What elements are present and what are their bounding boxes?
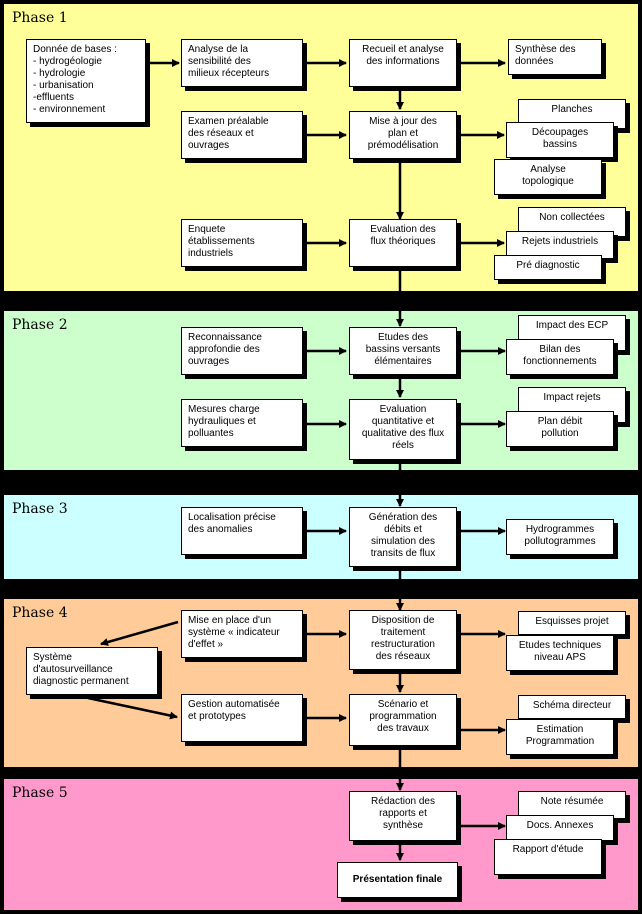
rapport-etude-box: Rapport d'étude xyxy=(494,839,602,875)
enquete-etablissements-box: Enquete établissements industriels xyxy=(181,219,303,267)
phase-1-label: Phase 1 xyxy=(12,10,68,26)
recueil-analyse-box: Recueil et analyse des informations xyxy=(349,39,457,87)
reconnaissance-ouvrages-box: Reconnaissance approfondie des ouvrages xyxy=(181,327,303,375)
synthese-donnees-box: Synthèse des données xyxy=(508,39,602,75)
examen-prealable-box: Examen préalable des réseaux et ouvrages xyxy=(181,111,303,159)
disposition-traitement-box: Disposition de traitement restructuratio… xyxy=(349,610,457,670)
mesures-charge-box: Mesures charge hydrauliques et polluante… xyxy=(181,399,303,447)
decoupages-bassins-box: Découpages bassins xyxy=(506,122,614,158)
evaluation-flux-reels-box: Evaluation quantitative et qualitative d… xyxy=(349,399,457,460)
gestion-automatisee-box: Gestion automatisée et prototypes xyxy=(181,694,303,742)
hydrogrammes-box: Hydrogrammes pollutogrammes xyxy=(506,519,614,555)
localisation-anomalies-box: Localisation précise des anomalies xyxy=(181,507,303,555)
etudes-bassins-box: Etudes des bassins versants élémentaires xyxy=(349,327,457,375)
docs-annexes-box: Docs. Annexes xyxy=(506,815,614,841)
analyse-sensibilite-box: Analyse de la sensibilité des milieux ré… xyxy=(181,39,303,87)
phase-4-label: Phase 4 xyxy=(12,605,68,621)
systeme-autosurveillance-box: Système d'autosurveillance diagnostic pe… xyxy=(26,647,158,695)
redaction-rapports-box: Rédaction des rapports et synthèse xyxy=(349,791,457,841)
phase-2-label: Phase 2 xyxy=(12,317,68,333)
donnee-de-bases-box: Donnée de bases : - hydrogéologie - hydr… xyxy=(26,39,146,123)
mise-en-place-systeme-box: Mise en place d'un système « indicateur … xyxy=(181,610,303,658)
bilan-fonctionnements-box: Bilan des fonctionnements xyxy=(506,339,614,375)
phase-3-label: Phase 3 xyxy=(12,501,68,517)
evaluation-flux-theoriques-box: Evaluation des flux théoriques xyxy=(349,219,457,267)
presentation-finale-box: Présentation finale xyxy=(337,862,458,898)
schema-directeur-box: Schéma directeur xyxy=(518,695,626,719)
generation-debits-box: Génération des débits et simulation des … xyxy=(349,507,457,567)
estimation-programmation-box: Estimation Programmation xyxy=(506,719,614,755)
note-resumee-box: Note résumée xyxy=(518,791,626,819)
esquisses-projet-box: Esquisses projet xyxy=(518,611,626,635)
rejets-industriels-box: Rejets industriels xyxy=(506,231,614,259)
pre-diagnostic-box: Pré diagnostic xyxy=(494,255,602,280)
analyse-topologique-box: Analyse topologique xyxy=(494,159,602,195)
phase-5-label: Phase 5 xyxy=(12,785,68,801)
plan-debit-pollution-box: Plan débit pollution xyxy=(506,411,614,447)
scenario-programmation-box: Scénario et programmation des travaux xyxy=(349,694,457,746)
etudes-techniques-box: Etudes techniques niveau APS xyxy=(506,635,614,671)
mise-a-jour-box: Mise à jour des plan et prémodélisation xyxy=(349,111,457,159)
